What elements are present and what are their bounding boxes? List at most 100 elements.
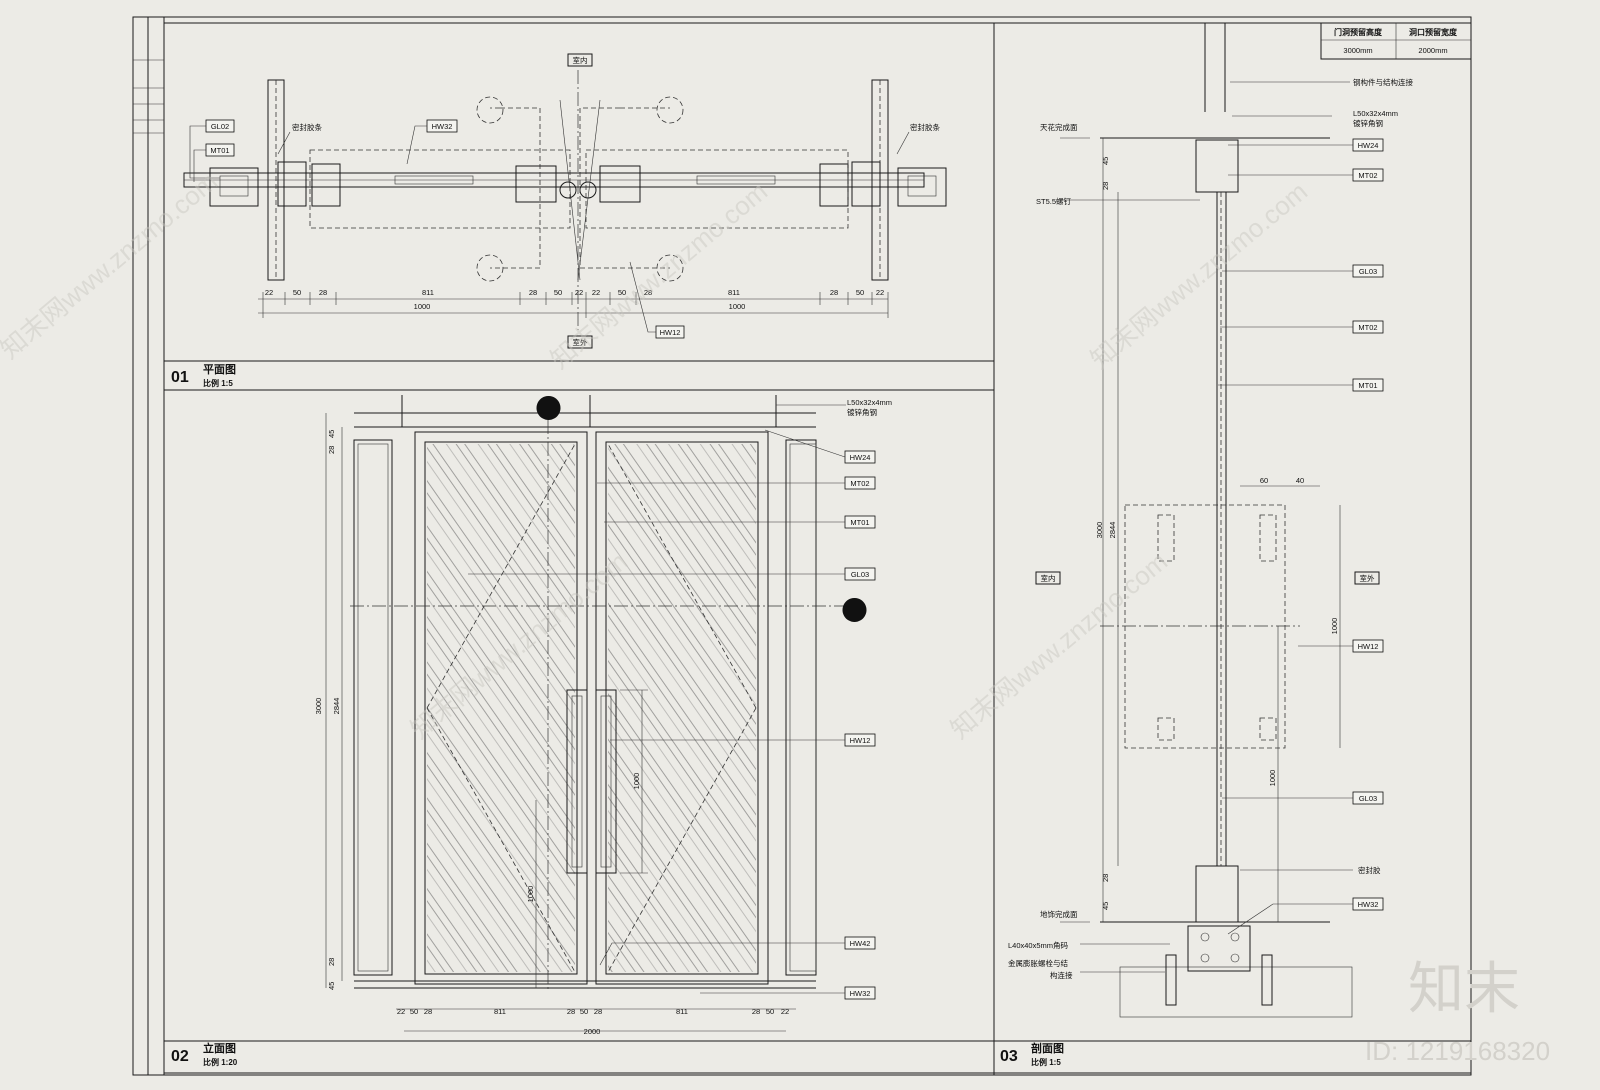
- plan-dim-6: 50: [554, 288, 562, 297]
- sec-dim-2844: 2844: [1108, 522, 1117, 539]
- sec-screw-label: ST5.5螺钉: [1036, 196, 1072, 206]
- elev-tag-hw42: HW42: [850, 939, 871, 948]
- plan-seal-right: 密封胶条: [910, 122, 940, 132]
- sec-tag-mt02-b: MT02: [1358, 323, 1377, 332]
- sec-label-outdoor: 室外: [1360, 573, 1376, 583]
- plan-dim-14: 22: [876, 288, 884, 297]
- plan-view-scale: 比例 1:5: [203, 378, 233, 388]
- sec-tag-gl03: GL03: [1359, 267, 1377, 276]
- plan-seal-left: 密封胶条: [292, 122, 322, 132]
- table-value-width: 2000mm: [1418, 46, 1447, 55]
- plan-dim-4: 811: [422, 288, 434, 297]
- sec-tag-gl03-b: GL03: [1359, 794, 1377, 803]
- sec-dim-60: 60: [1260, 476, 1268, 485]
- table-header-height: 门洞预留高度: [1334, 27, 1383, 37]
- plan-dim-9: 50: [618, 288, 626, 297]
- elev-angle-note-1: L50x32x4mm: [847, 398, 892, 407]
- elev-tag-gl03: GL03: [851, 570, 869, 579]
- elev-dim-2844: 2844: [332, 698, 341, 715]
- elev-bdim-2: 50: [410, 1007, 418, 1016]
- sec-tag-hw24: HW24: [1358, 141, 1379, 150]
- elev-floor-dim: 1000: [526, 886, 535, 903]
- elev-handle-dim: 1000: [632, 773, 641, 790]
- elev-tag-hw24: HW24: [850, 453, 871, 462]
- sec-label-indoor: 室内: [1041, 573, 1056, 583]
- elev-angle-note-2: 镀锌角钢: [847, 407, 877, 417]
- plan-view-number: 01: [171, 369, 189, 386]
- opening-table: 门洞预留高度 洞口预留宽度 3000mm 2000mm: [1320, 22, 1472, 60]
- sec-anchor-note-1: L40x40x5mm角码: [1008, 940, 1069, 950]
- elev-dim-45-bottom: 45: [327, 982, 336, 990]
- watermark-1: 知末网www.znzmo.com: [0, 166, 223, 364]
- table-header-width: 洞口预留宽度: [1409, 27, 1458, 37]
- section-view-number: 03: [1000, 1048, 1018, 1065]
- table-value-height: 3000mm: [1343, 46, 1372, 55]
- elev-view-number: 02: [171, 1048, 189, 1065]
- sec-dim-45-bottom: 45: [1101, 902, 1110, 910]
- elev-view-title: 立面图: [203, 1041, 236, 1055]
- elev-total: 2000: [584, 1027, 601, 1036]
- id-label: ID: 1219168320: [1365, 1036, 1550, 1066]
- plan-view-title: 平面图: [203, 363, 236, 376]
- plan-label-outdoor: 室外: [573, 337, 588, 347]
- sec-tag-hw12: HW12: [1358, 642, 1379, 651]
- plan-dim-12: 28: [830, 288, 838, 297]
- elev-bdim-1: 22: [397, 1007, 405, 1016]
- plan-dim-2: 50: [293, 288, 301, 297]
- plan-dim-8: 22: [592, 288, 600, 297]
- sec-seal-label: 密封胶: [1358, 865, 1381, 875]
- elev-tag-mt01: MT01: [850, 518, 869, 527]
- plan-total-left: 1000: [414, 302, 431, 311]
- sec-dim-28-bottom: 28: [1101, 874, 1110, 882]
- tag-hw12: HW12: [660, 328, 681, 337]
- sec-dim-3000: 3000: [1095, 522, 1104, 539]
- elev-view-scale: 比例 1:20: [203, 1057, 238, 1067]
- watermark-4: 知末网www.znzmo.com: [945, 546, 1173, 744]
- sec-tag-hw32: HW32: [1358, 900, 1379, 909]
- plan-dim-10: 28: [644, 288, 652, 297]
- elev-bdim-5: 28: [567, 1007, 575, 1016]
- sheet-frame: [132, 16, 1472, 1076]
- plan-dim-5: 28: [529, 288, 537, 297]
- sec-angle-note-2: 镀锌角钢: [1353, 118, 1383, 128]
- elev-tag-hw12: HW12: [850, 736, 871, 745]
- sec-dim-45-top: 45: [1101, 157, 1110, 165]
- elev-bdim-6: 50: [580, 1007, 588, 1016]
- elev-bdim-11: 22: [781, 1007, 789, 1016]
- elev-bdim-4: 811: [494, 1007, 506, 1016]
- sec-floor-label: 地饰完成面: [1040, 909, 1078, 919]
- sec-ceiling-label: 天花完成面: [1040, 122, 1078, 132]
- sec-angle-note-1: L50x32x4mm: [1353, 109, 1398, 118]
- sec-steel-note: 钢构件与结构连接: [1353, 77, 1413, 87]
- sec-dim-1000-b: 1000: [1268, 770, 1277, 787]
- elev-bdim-8: 811: [676, 1007, 688, 1016]
- plan-view: 22 50 28 811 28 50 22 22 50 28 811 28 50…: [171, 53, 947, 388]
- sec-dim-28-top: 28: [1101, 182, 1110, 190]
- brand-logo: 知末: [1408, 957, 1520, 1020]
- plan-dim-1: 22: [265, 288, 273, 297]
- section-view-scale: 比例 1:5: [1031, 1057, 1061, 1067]
- sec-dim-40: 40: [1296, 476, 1304, 485]
- elev-bdim-9: 28: [752, 1007, 760, 1016]
- elevation-view: 1000 1000 45 28 3000 2844 28 45 22 50 28…: [171, 395, 892, 1067]
- section-view: 3000 2844 45 28 28 45 60 40 1000 1000 HW…: [1000, 23, 1413, 1067]
- sec-anchor-note-2: 金属膨胀螺栓与结: [1008, 958, 1068, 968]
- sec-tag-mt01: MT01: [1358, 381, 1377, 390]
- plan-dim-13: 50: [856, 288, 864, 297]
- watermark-5: 知末网www.znzmo.com: [1085, 176, 1313, 374]
- plan-label-indoor: 室内: [573, 55, 588, 65]
- tag-gl02: GL02: [211, 122, 229, 131]
- plan-dim-11: 811: [728, 288, 740, 297]
- elev-bdim-10: 50: [766, 1007, 774, 1016]
- elev-dim-28-top: 28: [327, 446, 336, 454]
- sec-dim-1000-a: 1000: [1330, 618, 1339, 635]
- elev-bdim-3: 28: [424, 1007, 432, 1016]
- tag-hw32: HW32: [432, 122, 453, 131]
- sec-tag-mt02: MT02: [1358, 171, 1377, 180]
- tag-mt01: MT01: [210, 146, 229, 155]
- plan-dim-3: 28: [319, 288, 327, 297]
- elev-tag-hw32: HW32: [850, 989, 871, 998]
- elev-bdim-7: 28: [594, 1007, 602, 1016]
- plan-total-right: 1000: [729, 302, 746, 311]
